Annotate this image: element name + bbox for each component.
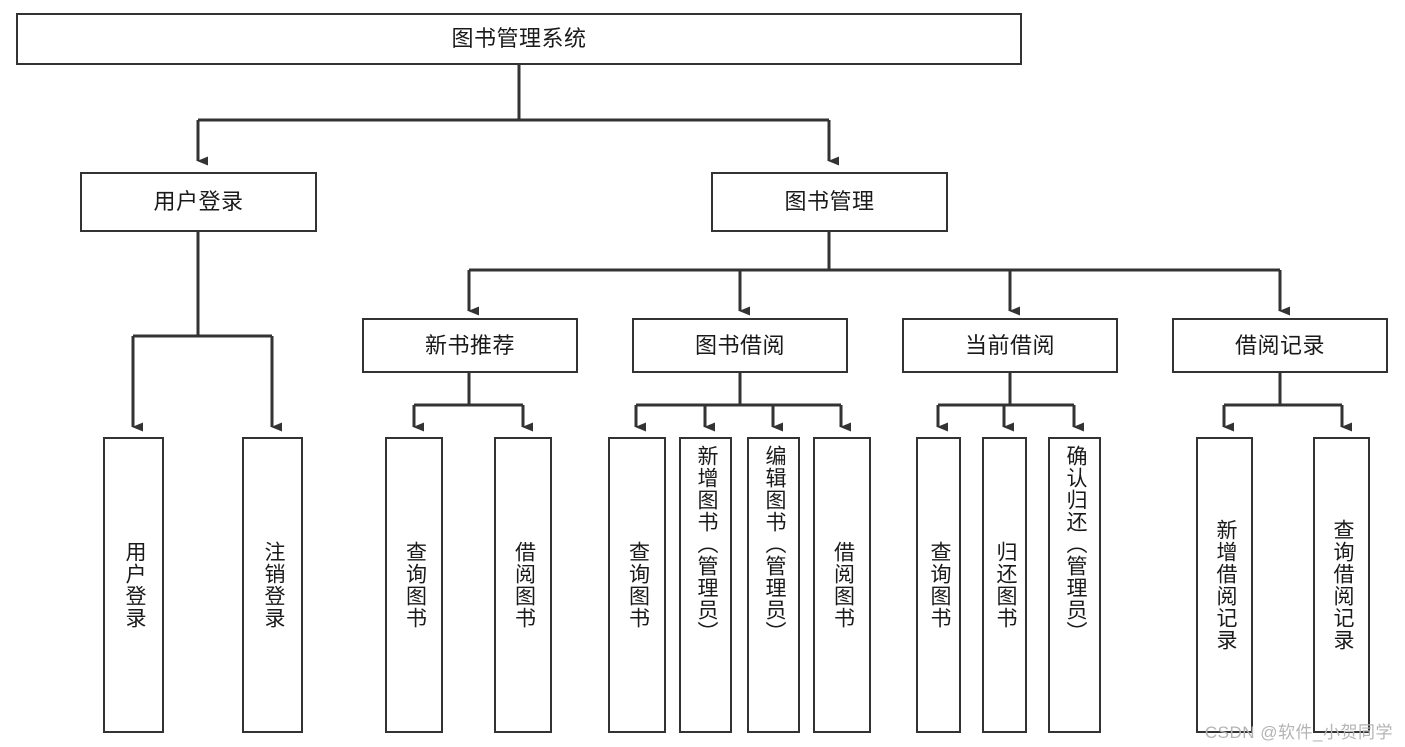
node-user-login[interactable]: 用户登录 <box>80 172 317 232</box>
node-book-borrow[interactable]: 图书借阅 <box>632 318 848 373</box>
leaf-book-borrow-borrow[interactable]: 借阅图书 <box>813 437 871 733</box>
leaf-book-borrow-edit-label: 编辑图书（管理员） <box>762 445 786 643</box>
leaf-user-login-login-label: 用户登录 <box>122 541 146 629</box>
node-current-borrow[interactable]: 当前借阅 <box>902 318 1118 373</box>
node-book-management-label: 图书管理 <box>784 189 875 215</box>
node-current-borrow-label: 当前借阅 <box>964 332 1055 358</box>
leaf-user-login-logout-label: 注销登录 <box>261 541 285 629</box>
leaf-new-book-borrow[interactable]: 借阅图书 <box>494 437 552 733</box>
leaf-current-borrow-query[interactable]: 查询图书 <box>916 437 961 733</box>
node-user-login-label: 用户登录 <box>153 189 244 215</box>
node-book-borrow-label: 图书借阅 <box>694 332 785 358</box>
leaf-borrow-record-query-label: 查询借阅记录 <box>1330 519 1354 651</box>
leaf-book-borrow-query-label: 查询图书 <box>626 541 650 629</box>
leaf-book-borrow-add-label: 新增图书（管理员） <box>694 445 718 643</box>
leaf-current-borrow-confirm-return[interactable]: 确认归还（管理员） <box>1048 437 1101 733</box>
leaf-current-borrow-return[interactable]: 归还图书 <box>982 437 1027 733</box>
leaf-user-login-logout[interactable]: 注销登录 <box>242 437 303 733</box>
node-book-management[interactable]: 图书管理 <box>711 172 948 232</box>
node-borrow-record[interactable]: 借阅记录 <box>1172 318 1388 373</box>
leaf-borrow-record-add[interactable]: 新增借阅记录 <box>1196 437 1253 733</box>
leaf-borrow-record-add-label: 新增借阅记录 <box>1213 519 1237 651</box>
leaf-user-login-login[interactable]: 用户登录 <box>103 437 164 733</box>
leaf-book-borrow-query[interactable]: 查询图书 <box>608 437 666 733</box>
leaf-new-book-borrow-label: 借阅图书 <box>512 541 536 629</box>
leaf-book-borrow-edit[interactable]: 编辑图书（管理员） <box>747 437 800 733</box>
leaf-book-borrow-add[interactable]: 新增图书（管理员） <box>679 437 732 733</box>
node-new-book-recommend-label: 新书推荐 <box>424 332 515 358</box>
leaf-new-book-query-label: 查询图书 <box>403 541 427 629</box>
node-root-book-management-system[interactable]: 图书管理系统 <box>16 13 1022 65</box>
node-new-book-recommend[interactable]: 新书推荐 <box>362 318 578 373</box>
node-borrow-record-label: 借阅记录 <box>1234 332 1325 358</box>
leaf-current-borrow-confirm-return-label: 确认归还（管理员） <box>1063 445 1087 643</box>
leaf-book-borrow-borrow-label: 借阅图书 <box>831 541 855 629</box>
leaf-current-borrow-return-label: 归还图书 <box>993 541 1017 629</box>
leaf-new-book-query[interactable]: 查询图书 <box>385 437 443 733</box>
leaf-current-borrow-query-label: 查询图书 <box>927 541 951 629</box>
node-root-label: 图书管理系统 <box>451 26 587 52</box>
leaf-borrow-record-query[interactable]: 查询借阅记录 <box>1313 437 1370 733</box>
